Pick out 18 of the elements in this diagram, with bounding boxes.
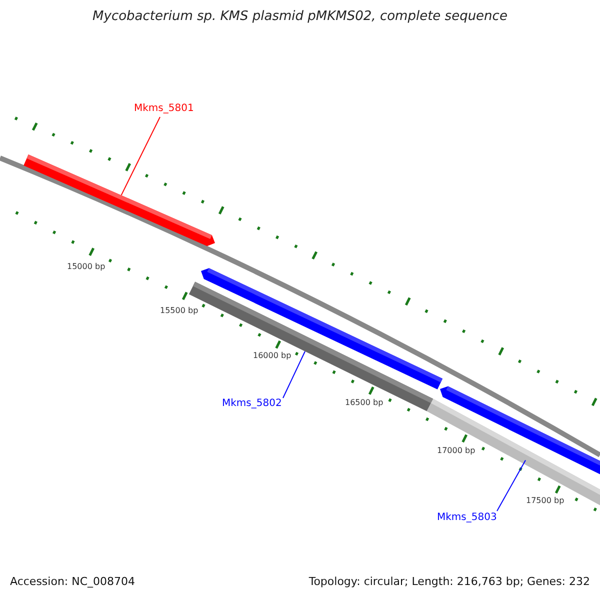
leader-line [496,460,526,512]
leader-line [282,350,306,398]
accession-text: Accession: NC_008704 [10,575,136,588]
gene-label: Mkms_5801 [134,103,194,115]
scale-label: 16500 bp [345,398,384,408]
gene-bar [426,398,600,506]
gene-arrow [24,154,215,246]
leader-line [120,116,160,196]
summary-text: Topology: circular; Length: 216,763 bp; Genes: 232 [308,575,590,588]
scale-label: 15500 bp [160,306,198,316]
gene-label: Mkms_5803 [437,512,497,524]
scale-label: 17000 bp [437,446,476,456]
scale-label: 17500 bp [526,496,564,506]
scale-label: 15000 bp [67,262,106,272]
scale-label: 16000 bp [253,351,292,361]
gene-label: Mkms_5802 [222,398,282,410]
gene-bar [188,282,434,412]
title: Mycobacterium sp. KMS plasmid pMKMS02, complete sequence [92,9,508,25]
